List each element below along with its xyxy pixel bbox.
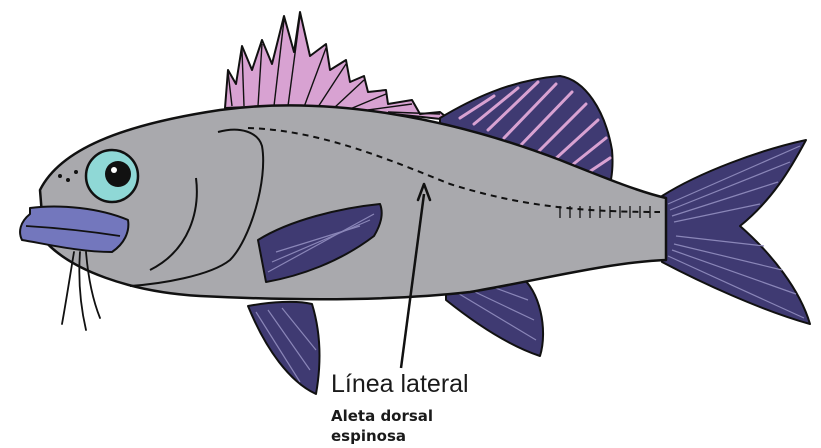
eye — [86, 150, 138, 202]
lateral-line-label: Línea lateral — [331, 370, 469, 398]
pelvic-fin — [248, 302, 319, 394]
mouth — [20, 207, 128, 253]
dorsal-fin-label-line1: Aleta dorsal — [331, 407, 433, 425]
spiny-dorsal-fin — [225, 12, 450, 120]
caudal-fin — [662, 140, 810, 324]
dorsal-fin-label-line2: espinosa — [331, 427, 406, 445]
